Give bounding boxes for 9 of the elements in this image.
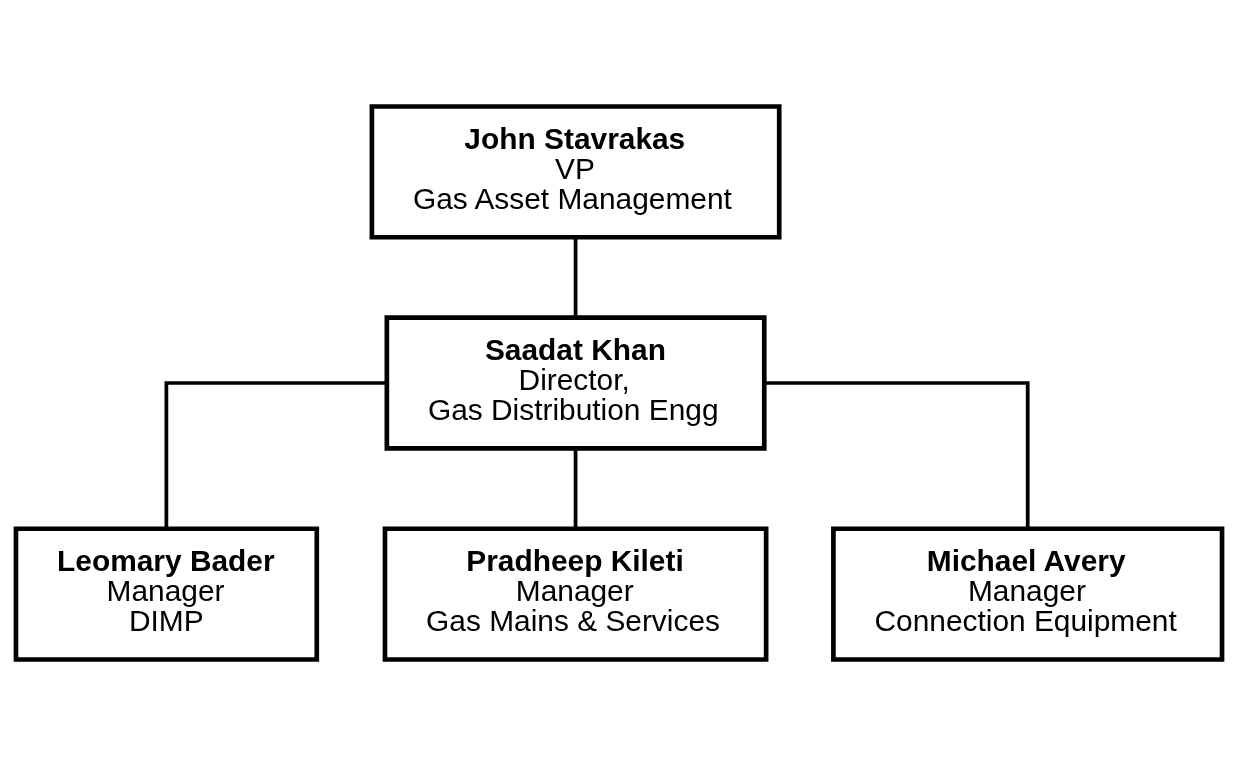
connector [764,380,1030,528]
node-box: Leomary Bader Manager DIMP [13,525,320,662]
connector [164,380,387,528]
node-box: Saadat Khan Director, Gas Distribution Engg [384,314,767,451]
node-box: Pradheep Kileti Manager Gas Mains & Services [382,525,769,662]
connector [573,237,578,317]
node-box: John Stavrakas VP Gas Asset Management [369,103,782,240]
node-box: Michael Avery Manager Connection Equipment [831,525,1225,662]
connector [573,448,578,529]
